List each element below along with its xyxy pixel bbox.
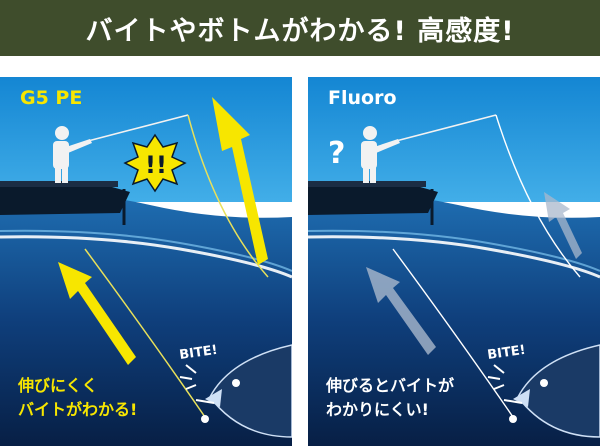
bite-label: BITE! [178, 343, 218, 363]
panel-label-fluoro: Fluoro [328, 87, 397, 109]
question-mark: ? [328, 136, 345, 171]
caption-g5-pe: 伸びにくく バイトがわかる! [18, 374, 137, 422]
panel-fluoro: ? BITE! Fluoro 伸びるとバイトが わかりにくい! [308, 77, 600, 446]
arrow-up-icon [212, 97, 268, 265]
fish-icon [503, 344, 600, 438]
boat-icon [308, 181, 438, 225]
caption-fluoro: 伸びるとバイトが わかりにくい! [326, 374, 454, 422]
arrow-up-icon [58, 262, 136, 365]
angler-figure-icon [361, 126, 400, 183]
burst-exclaim: !! [145, 151, 167, 179]
panel-fluoro-illustration: ? BITE! [308, 77, 600, 446]
header-title: バイトやボトムがわかる! 高感度! [85, 15, 515, 47]
panel-g5-pe: !! BITE! G5 PE 伸びにくく バイトがわかる! [0, 77, 292, 446]
caption-line: バイトがわかる! [18, 400, 138, 419]
caption-line: わかりにくい! [326, 400, 429, 419]
panel-label-g5-pe: G5 PE [20, 87, 83, 109]
bite-label: BITE! [486, 343, 526, 363]
caption-line: 伸びるとバイトが [326, 376, 455, 395]
arrow-up-icon [366, 267, 436, 355]
caption-line: 伸びにくく [18, 376, 98, 395]
burst-icon: !! [123, 133, 187, 193]
arrow-up-icon [544, 192, 582, 259]
header-banner: バイトやボトムがわかる! 高感度! [0, 0, 600, 56]
fish-icon [195, 344, 292, 438]
panel-g5-pe-illustration: !! BITE! [0, 77, 292, 446]
boat-icon [0, 181, 130, 225]
angler-figure-icon [53, 126, 92, 183]
